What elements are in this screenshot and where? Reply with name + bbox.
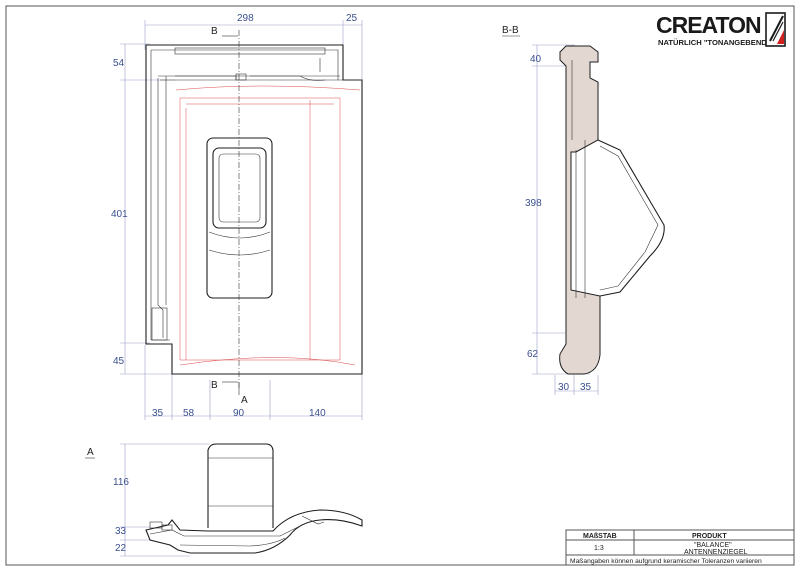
title-scale-label: MAßSTAB xyxy=(583,533,617,540)
dim-bb-bottom: 62 xyxy=(527,349,539,360)
cut-marker-bottom: B xyxy=(211,380,218,391)
plan-view: 298 25 54 401 45 35 58 90 140 xyxy=(111,13,363,420)
dim-bottom-2: 58 xyxy=(183,408,195,419)
section-bb-label: B-B xyxy=(502,25,519,36)
creaton-logo: CREATON NATÜRLICH "TONANGEBEND" xyxy=(656,12,786,47)
dim-bottom-4: 140 xyxy=(309,408,326,419)
dim-a-low: 22 xyxy=(115,543,127,554)
dim-a-height: 116 xyxy=(113,477,129,488)
section-bb-collar xyxy=(597,139,665,297)
view-a-collar xyxy=(207,443,274,528)
section-bb-profile xyxy=(559,45,601,375)
title-disclaimer: Maßangaben können aufgrund keramischer T… xyxy=(570,558,762,565)
view-a-tile-profile xyxy=(145,509,363,554)
dim-left-bottom: 45 xyxy=(113,356,125,367)
title-product-name: "BALANCE" xyxy=(694,542,732,549)
dim-top-overlap: 25 xyxy=(346,13,358,24)
dim-a-mid: 33 xyxy=(115,526,127,537)
logo-wordmark: CREATON xyxy=(656,12,761,38)
dim-left-height: 401 xyxy=(111,209,128,220)
logo-mark-icon xyxy=(765,12,786,47)
logo-slogan: NATÜRLICH "TONANGEBEND" xyxy=(658,38,771,47)
dim-bb-w1: 30 xyxy=(558,382,570,393)
view-a: A 116 33 22 xyxy=(85,443,363,557)
plan-antenna-collar xyxy=(206,137,273,299)
section-bb-view: B-B 40 398 62 30 35 xyxy=(502,25,665,395)
title-block: MAßSTAB PRODUKT 1:3 "BALANCE" ANTENNENZI… xyxy=(565,529,795,566)
dim-left-top: 54 xyxy=(113,58,125,69)
plan-tile-outline xyxy=(145,44,363,375)
arrow-marker-a: A xyxy=(241,395,248,406)
cut-marker-top: B xyxy=(211,26,218,37)
dim-bottom-1: 35 xyxy=(152,408,164,419)
dim-bb-height: 398 xyxy=(525,198,542,209)
dim-bb-w2: 35 xyxy=(580,382,592,393)
title-scale-value: 1:3 xyxy=(594,545,604,552)
view-a-label: A xyxy=(87,447,94,458)
title-product-label: PRODUKT xyxy=(692,533,727,540)
dim-top-width: 298 xyxy=(237,13,254,24)
title-product-type: ANTENNENZIEGEL xyxy=(684,549,748,556)
dim-bottom-3: 90 xyxy=(233,408,245,419)
sheet-border xyxy=(5,5,795,566)
dim-bb-top: 40 xyxy=(530,54,542,65)
